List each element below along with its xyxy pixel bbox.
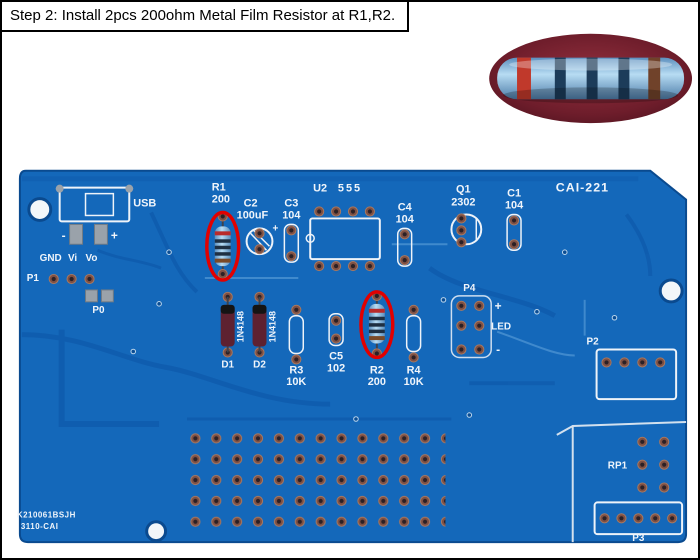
label-serial-1: K210061BSJH: [17, 510, 76, 519]
label-p4-minus: -: [496, 342, 500, 356]
label-gnd: GND: [40, 253, 62, 264]
c5-footprint: C5 102: [327, 313, 345, 374]
label-u2-value: 555: [338, 183, 362, 195]
label-p4: P4: [463, 283, 476, 294]
label-c4-value: 104: [396, 213, 414, 225]
label-p0: P0: [92, 305, 105, 316]
label-r3: R3: [289, 364, 303, 376]
c1-footprint: C1 104: [505, 188, 523, 251]
label-r2: R2: [370, 364, 384, 376]
label-usb-minus: -: [62, 228, 66, 242]
highlight-circle-r2: [359, 290, 395, 360]
resistor-closeup: [497, 57, 685, 104]
label-r1: R1: [212, 182, 226, 194]
label-r2-value: 200: [368, 376, 386, 388]
label-q1-value: 2302: [451, 197, 475, 209]
q1-footprint: Q1 2302: [450, 184, 483, 248]
c4-footprint: C4 104: [396, 202, 414, 267]
label-r1-value: 200: [212, 194, 230, 206]
p1-header: GND Vi Vo P1 P0: [27, 253, 114, 316]
label-usb: USB: [133, 198, 156, 210]
u2-footprint: U2 555: [305, 183, 381, 272]
label-c2: C2: [244, 198, 258, 210]
label-usb-plus: +: [111, 228, 118, 242]
label-q1: Q1: [456, 184, 471, 196]
resistor-closeup-inset: [489, 33, 693, 124]
label-d1-part: 1N4148: [236, 311, 246, 342]
label-c4: C4: [398, 202, 412, 214]
label-c1-value: 104: [505, 200, 523, 212]
label-c1: C1: [507, 188, 521, 200]
label-p2: P2: [587, 337, 600, 348]
label-p4-plus: +: [495, 299, 502, 313]
resistor-r2: R2 200: [368, 290, 386, 388]
highlight-circle-r1: [205, 210, 241, 282]
label-c5: C5: [329, 350, 343, 362]
label-serial-2: 3110-CAI: [21, 522, 59, 531]
label-vi: Vi: [68, 253, 77, 264]
label-led: LED: [491, 322, 511, 333]
label-p3: P3: [632, 533, 645, 544]
label-r4-value: 10K: [404, 376, 424, 388]
label-rp1: RP1: [608, 461, 628, 472]
label-c2-plus: +: [273, 223, 279, 234]
p4-header: P4 + LED -: [450, 283, 511, 359]
label-vo: Vo: [86, 253, 98, 264]
label-r4: R4: [407, 364, 421, 376]
r4-footprint: R4 10K: [404, 304, 424, 388]
label-board-id: CAI-221: [556, 181, 609, 195]
c3-footprint: C3 104: [282, 198, 300, 263]
label-c5-value: 102: [327, 362, 345, 374]
label-c2-value: 100uF: [237, 209, 269, 221]
usb-footprint: USB - +: [55, 184, 156, 245]
diode-d1: 1N4148 D1: [220, 291, 246, 370]
resistor-r1: R1 200: [212, 182, 231, 280]
label-u2: U2: [313, 183, 327, 195]
label-c3: C3: [284, 198, 298, 210]
label-c3-value: 104: [282, 209, 300, 221]
step-title-text: Step 2: Install 2pcs 200ohm Metal Film R…: [10, 7, 396, 24]
proto-grid: [184, 427, 446, 531]
r3-footprint: R3 10K: [286, 304, 306, 388]
p2-connector: P2: [587, 337, 678, 401]
label-r3-value: 10K: [286, 376, 306, 388]
panel-breakaway-line: [556, 420, 687, 543]
label-d1: D1: [221, 359, 234, 370]
label-d2-part: 1N4148: [267, 311, 277, 342]
vias: [130, 249, 618, 422]
mounting-holes: [27, 197, 684, 543]
pcb-board: USB - + GND Vi Vo P1 P0 R1 200: [17, 169, 688, 544]
rp1-footprint: RP1: [608, 436, 670, 493]
step-title: Step 2: Install 2pcs 200ohm Metal Film R…: [2, 2, 410, 32]
copper-traces: [21, 176, 653, 427]
c2-footprint: C2 100uF +: [237, 198, 279, 256]
label-p1: P1: [27, 273, 40, 284]
serial-text: K210061BSJH 3110-CAI: [17, 510, 76, 531]
diode-d2: 1N4148 D2: [252, 291, 277, 370]
label-d2: D2: [253, 359, 266, 370]
p3-connector: P3: [593, 501, 684, 544]
